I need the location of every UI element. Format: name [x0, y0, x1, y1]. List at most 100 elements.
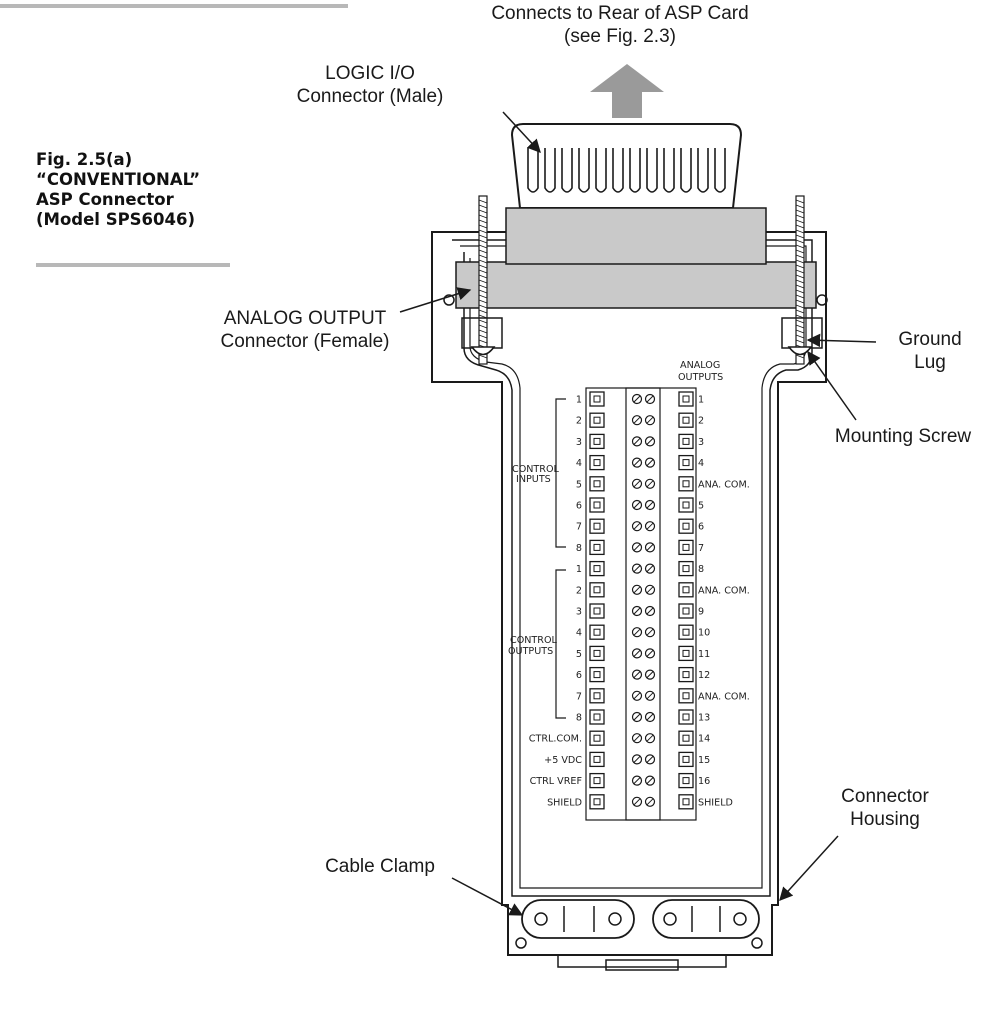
terminal-screw — [589, 518, 605, 534]
up-arrow-icon — [590, 64, 664, 118]
terminal-screw — [589, 751, 605, 768]
terminal-screw-head — [593, 671, 601, 679]
terminal-pin — [644, 648, 656, 659]
screw-thread — [478, 204, 488, 209]
connector-fins — [527, 148, 726, 193]
screw-thread — [795, 339, 805, 344]
terminal-screw-head — [593, 522, 601, 530]
screw-thread — [795, 294, 805, 299]
screw-thread — [478, 354, 488, 359]
screw-thread — [478, 324, 488, 329]
terminal-screw-head — [682, 607, 690, 615]
screw-thread — [795, 199, 805, 204]
terminal-screw — [678, 709, 694, 725]
terminal-screw-head — [682, 755, 690, 763]
callout-top: Connects to Rear of ASP Card (see Fig. 2… — [491, 3, 749, 47]
terminal-left-label: 6 — [576, 670, 582, 681]
terminal-row: CTRL.COM.14 — [529, 730, 710, 746]
terminal-pin — [644, 711, 656, 723]
terminal-pin-slot — [633, 692, 641, 700]
terminal-pin-slot — [646, 522, 654, 530]
screw-thread — [795, 264, 805, 269]
terminal-pin-slot — [646, 501, 654, 509]
connector-housing — [431, 231, 827, 956]
connector-fin — [612, 148, 624, 193]
terminal-pin-slot — [646, 777, 654, 784]
terminal-right-label: 7 — [698, 543, 704, 554]
caption-line-4: (Model SPS6046) — [36, 210, 196, 229]
terminal-screw — [678, 454, 694, 471]
terminal-left-label: 2 — [576, 416, 582, 427]
terminal-screw-head — [682, 671, 690, 679]
terminal-pin-slot — [646, 565, 654, 572]
terminal-pin-slot — [633, 416, 641, 424]
terminal-pin-slot — [646, 650, 654, 657]
terminal-pin — [644, 796, 656, 807]
screw-thread — [478, 269, 488, 274]
terminal-pin — [631, 499, 643, 511]
terminal-pin — [644, 627, 656, 638]
terminal-screw — [589, 412, 605, 428]
terminal-right-label: 16 — [698, 776, 710, 787]
terminal-screw-head — [682, 395, 690, 403]
screw-thread — [478, 289, 488, 294]
terminal-pin-slot — [646, 734, 654, 742]
terminal-pin — [644, 457, 656, 468]
screw-thread — [795, 304, 805, 309]
terminal-right-label: ANA. COM. — [698, 691, 750, 702]
terminal-block — [585, 387, 697, 821]
terminal-pin-slot — [633, 671, 641, 678]
screw-thread — [795, 209, 805, 214]
terminal-screw — [678, 730, 694, 746]
screw-thread — [795, 219, 805, 224]
terminal-pin-slot — [633, 395, 641, 403]
mounting-hole-right — [816, 294, 828, 306]
terminal-pin — [644, 733, 656, 744]
screw-thread — [795, 319, 805, 324]
terminal-right-label: ANA. COM. — [698, 479, 750, 490]
terminal-pin-slot — [646, 607, 654, 615]
screw-thread — [478, 209, 488, 214]
terminal-screw-head — [593, 777, 601, 785]
terminal-pin-slot — [633, 501, 641, 509]
screw-thread — [478, 219, 488, 224]
screw-thread — [795, 254, 805, 259]
terminal-pin — [644, 436, 656, 447]
mounting-hole-bottom-right — [751, 937, 763, 949]
terminal-pin-slot — [633, 628, 641, 636]
terminal-right-label: 15 — [698, 755, 710, 766]
screw-thread — [795, 284, 805, 289]
terminal-pin-slot — [633, 480, 641, 488]
analog-output-connector — [455, 261, 817, 309]
terminal-right-label: 2 — [698, 416, 704, 427]
terminal-screw-head — [682, 501, 690, 509]
terminal-screw — [678, 518, 694, 534]
terminal-right-label: 11 — [698, 649, 710, 660]
terminal-pin — [631, 542, 643, 553]
screw-thread — [795, 204, 805, 209]
terminal-pin-slot — [633, 650, 641, 657]
terminal-screw — [589, 497, 605, 513]
leader-mounting-screw — [807, 350, 857, 421]
terminal-pin — [631, 754, 643, 765]
screw-thread — [795, 234, 805, 239]
terminal-screw-head — [593, 734, 601, 742]
screw-thread — [478, 244, 488, 249]
caption-rule — [36, 263, 230, 267]
terminal-screw — [589, 454, 605, 471]
cable-clamp-right — [652, 899, 760, 939]
leader-connector-housing — [779, 835, 839, 902]
terminal-pin-slot — [633, 459, 641, 466]
screw-thread — [795, 239, 805, 244]
terminal-pin-slot — [646, 671, 654, 678]
control-outputs-label-2: OUTPUTS — [508, 646, 553, 657]
terminal-screw — [678, 412, 694, 428]
leader-cable-clamp — [451, 877, 524, 916]
leader-analog-output — [399, 287, 472, 313]
terminal-screw-head — [682, 628, 690, 636]
callout-logic-io: LOGIC I/O Connector (Male) — [296, 63, 444, 107]
